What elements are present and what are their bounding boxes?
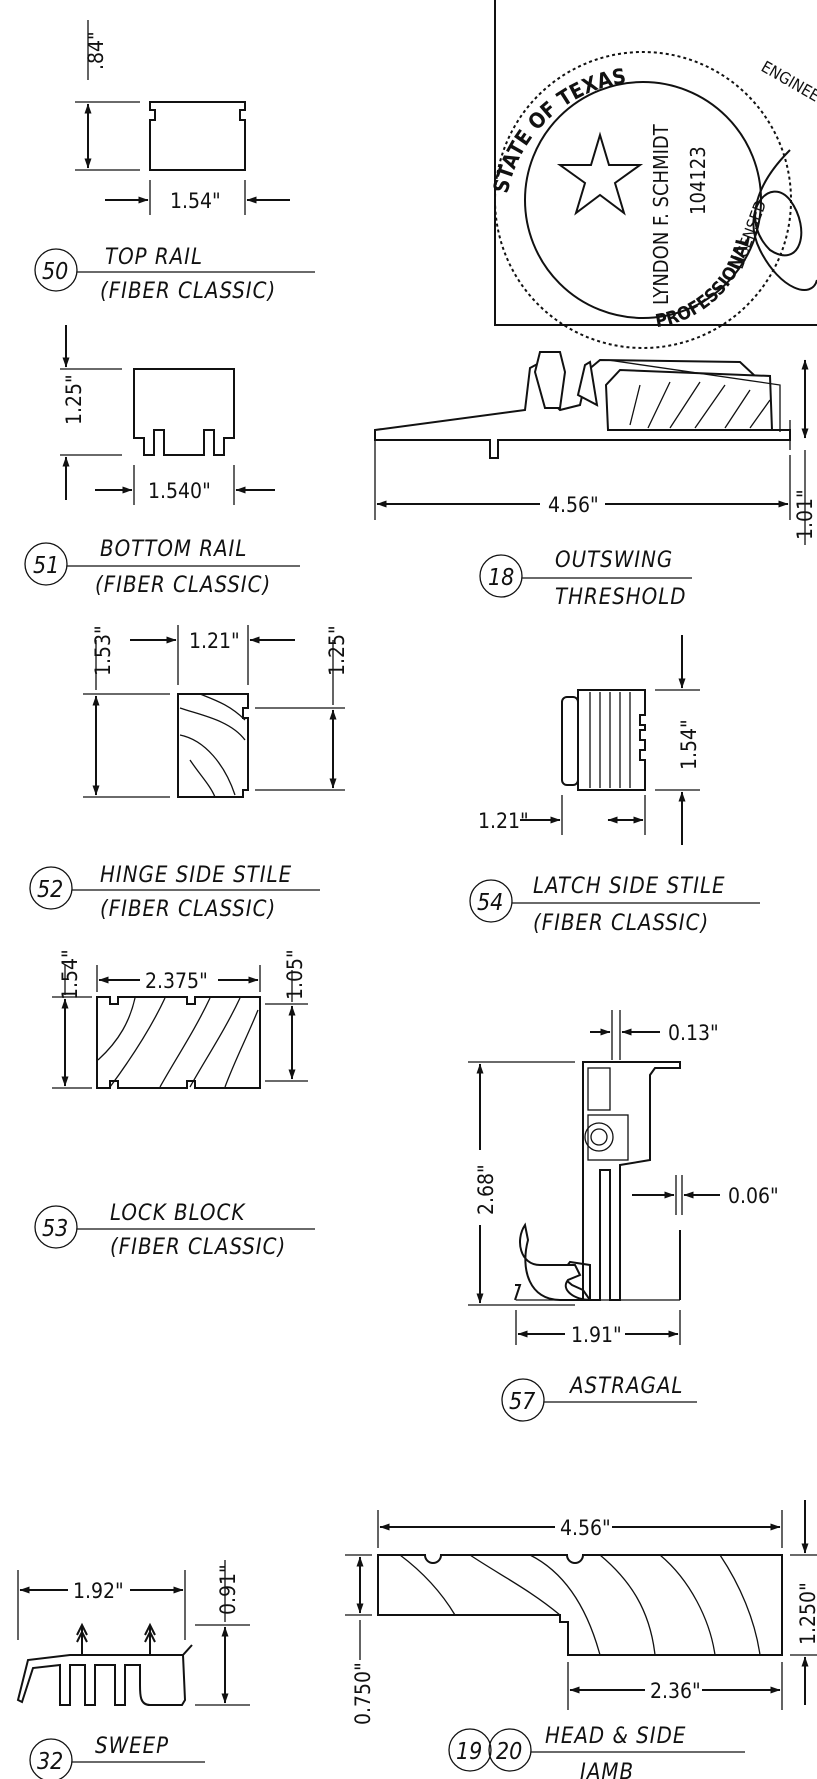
threshold-title: OUTSWING xyxy=(555,548,673,573)
signature xyxy=(752,149,817,291)
latch-stile-subtitle: (FIBER CLASSIC) xyxy=(533,911,709,936)
jamb-number-19: 19 xyxy=(456,1739,482,1765)
detail-head-side-jamb: 4.56" 1.250" 0.750" 2.36" 19 20 HEAD & S… xyxy=(345,1500,817,1779)
astragal-profile xyxy=(514,1061,681,1301)
hinge-stile-number-text: 52 xyxy=(37,877,63,903)
top-rail-profile xyxy=(149,101,246,171)
jamb-width-label: 4.56" xyxy=(560,1516,611,1540)
bottom-rail-height-label: 1.25" xyxy=(62,374,86,425)
detail-latch-side-stile: 1.54" 1.21" 54 LATCH SIDE STILE (FIBER C… xyxy=(469,635,760,936)
astragal-title: ASTRAGAL xyxy=(568,1374,683,1399)
engineer-seal: STATE OF TEXAS PROFESSIONAL LYNDON F. SC… xyxy=(489,0,817,349)
detail-outswing-threshold: 4.56" 1.01" 18 OUTSWING THRESHOLD xyxy=(374,351,817,610)
detail-sweep: 1.92" 0.91" 32 SWEEP xyxy=(16,1560,250,1779)
bottom-rail-title: BOTTOM RAIL xyxy=(100,537,247,562)
threshold-profile xyxy=(374,351,791,459)
lock-block-subtitle: (FIBER CLASSIC) xyxy=(110,1235,286,1260)
detail-astragal: 0.13" 2.68" 0.06" 1.91" 57 ASTRAGAL xyxy=(468,1010,779,1422)
threshold-subtitle: THRESHOLD xyxy=(555,585,687,610)
sweep-width-label: 1.92" xyxy=(73,1579,124,1603)
jamb-stop-height-label: 0.750" xyxy=(351,1662,375,1725)
sweep-height-label: 0.91" xyxy=(216,1564,240,1615)
astragal-width-label: 1.91" xyxy=(571,1323,622,1347)
top-rail-number: 50 xyxy=(42,259,68,285)
astragal-height-label: 2.68" xyxy=(474,1164,498,1215)
threshold-width-label: 4.56" xyxy=(548,493,599,517)
hinge-stile-title: HINGE SIDE STILE xyxy=(100,863,292,888)
latch-stile-height-label: 1.54" xyxy=(677,719,701,770)
seal-engineer-text: ENGINEER xyxy=(758,57,817,111)
jamb-subtitle: JAMB xyxy=(576,1760,634,1779)
top-rail-title: TOP RAIL xyxy=(105,245,203,270)
detail-lock-block: 1.54" 2.375" 1.05" 53 LOCK BLOCK (FIBER … xyxy=(34,949,315,1260)
hinge-stile-inner-height-label: 1.25" xyxy=(325,625,349,676)
hinge-stile-profile xyxy=(177,693,249,798)
astragal-side-gap-label: 0.06" xyxy=(728,1184,779,1208)
hinge-stile-height-label: 1.53" xyxy=(91,625,115,676)
seal-license-number: 104123 xyxy=(686,146,710,215)
astragal-number: 57 xyxy=(509,1389,535,1415)
jamb-title: HEAD & SIDE xyxy=(545,1724,686,1749)
bottom-rail-subtitle: (FIBER CLASSIC) xyxy=(95,573,271,598)
sweep-title: SWEEP xyxy=(95,1734,169,1759)
jamb-number-20: 20 xyxy=(496,1739,522,1765)
latch-stile-profile xyxy=(561,689,646,791)
lock-block-height-label: 1.54" xyxy=(58,949,82,1000)
lock-block-inner-height-label: 1.05" xyxy=(283,949,307,1000)
jamb-rabbet-width-label: 2.36" xyxy=(650,1679,701,1703)
detail-top-rail: .84" 1.54" 50 TOP RAIL (FIBER CLASSIC) xyxy=(34,20,315,304)
hinge-stile-subtitle: (FIBER CLASSIC) xyxy=(100,897,276,922)
jamb-profile xyxy=(377,1554,783,1656)
star-icon xyxy=(556,131,644,216)
jamb-height-label: 1.250" xyxy=(796,1582,817,1645)
hinge-stile-width-label: 1.21" xyxy=(189,629,240,653)
sweep-profile xyxy=(16,1622,193,1706)
detail-bottom-rail: 1.25" 1.540" 51 BOTTOM RAIL (FIBER CLASS… xyxy=(24,325,300,598)
sweep-number: 32 xyxy=(37,1749,63,1775)
astragal-top-gap-label: 0.13" xyxy=(668,1021,719,1045)
latch-stile-number: 54 xyxy=(477,890,503,916)
lock-block-profile xyxy=(96,996,261,1089)
lock-block-title: LOCK BLOCK xyxy=(110,1201,246,1226)
detail-hinge-side-stile: 1.53" 1.21" 1.25" 54 52 HINGE SIDE STILE… xyxy=(29,625,349,922)
latch-stile-title: LATCH SIDE STILE xyxy=(533,874,725,899)
top-rail-height-label: .84" xyxy=(84,31,108,70)
bottom-rail-number: 51 xyxy=(33,553,59,579)
lock-block-width-label: 2.375" xyxy=(145,969,208,993)
threshold-number: 18 xyxy=(488,565,514,591)
top-rail-width-label: 1.54" xyxy=(170,189,221,213)
seal-name: LYNDON F. SCHMIDT xyxy=(649,123,673,305)
top-rail-subtitle: (FIBER CLASSIC) xyxy=(100,279,276,304)
bottom-rail-profile xyxy=(133,368,235,456)
latch-stile-width-label: 1.21" xyxy=(478,809,529,833)
bottom-rail-width-label: 1.540" xyxy=(148,479,211,503)
lock-block-number: 53 xyxy=(42,1216,68,1242)
threshold-height-label: 1.01" xyxy=(793,489,817,540)
